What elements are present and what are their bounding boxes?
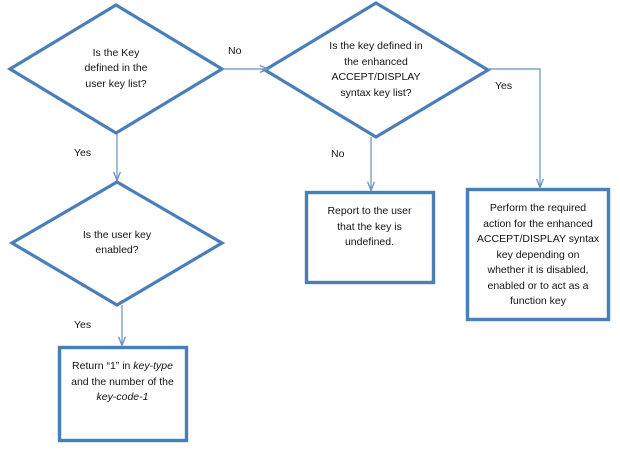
decision-label-key-in-enhanced-syntax-list: Is the key defined in the enhanced ACCEP… — [329, 40, 423, 99]
decision-label-user-key-enabled: Is the user key enabled? — [82, 228, 152, 257]
process-label-return-key-type: Return “1” in key-type and the number of… — [71, 360, 174, 403]
edge-label-d2-no: No — [331, 148, 345, 160]
decision-label-key-in-user-key-list: Is the Key defined in the user key list? — [84, 46, 148, 90]
process-label-report-undefined-key: Report to the user that the key is undef… — [327, 205, 412, 248]
edge-label-d2-yes: Yes — [495, 80, 513, 92]
edge-label-d3-yes: Yes — [74, 319, 92, 331]
edge-label-d1-yes: Yes — [74, 147, 92, 159]
edge-label-d1-no: No — [228, 45, 242, 57]
process-label-perform-enhanced-action: Perform the required action for the enha… — [476, 202, 600, 307]
